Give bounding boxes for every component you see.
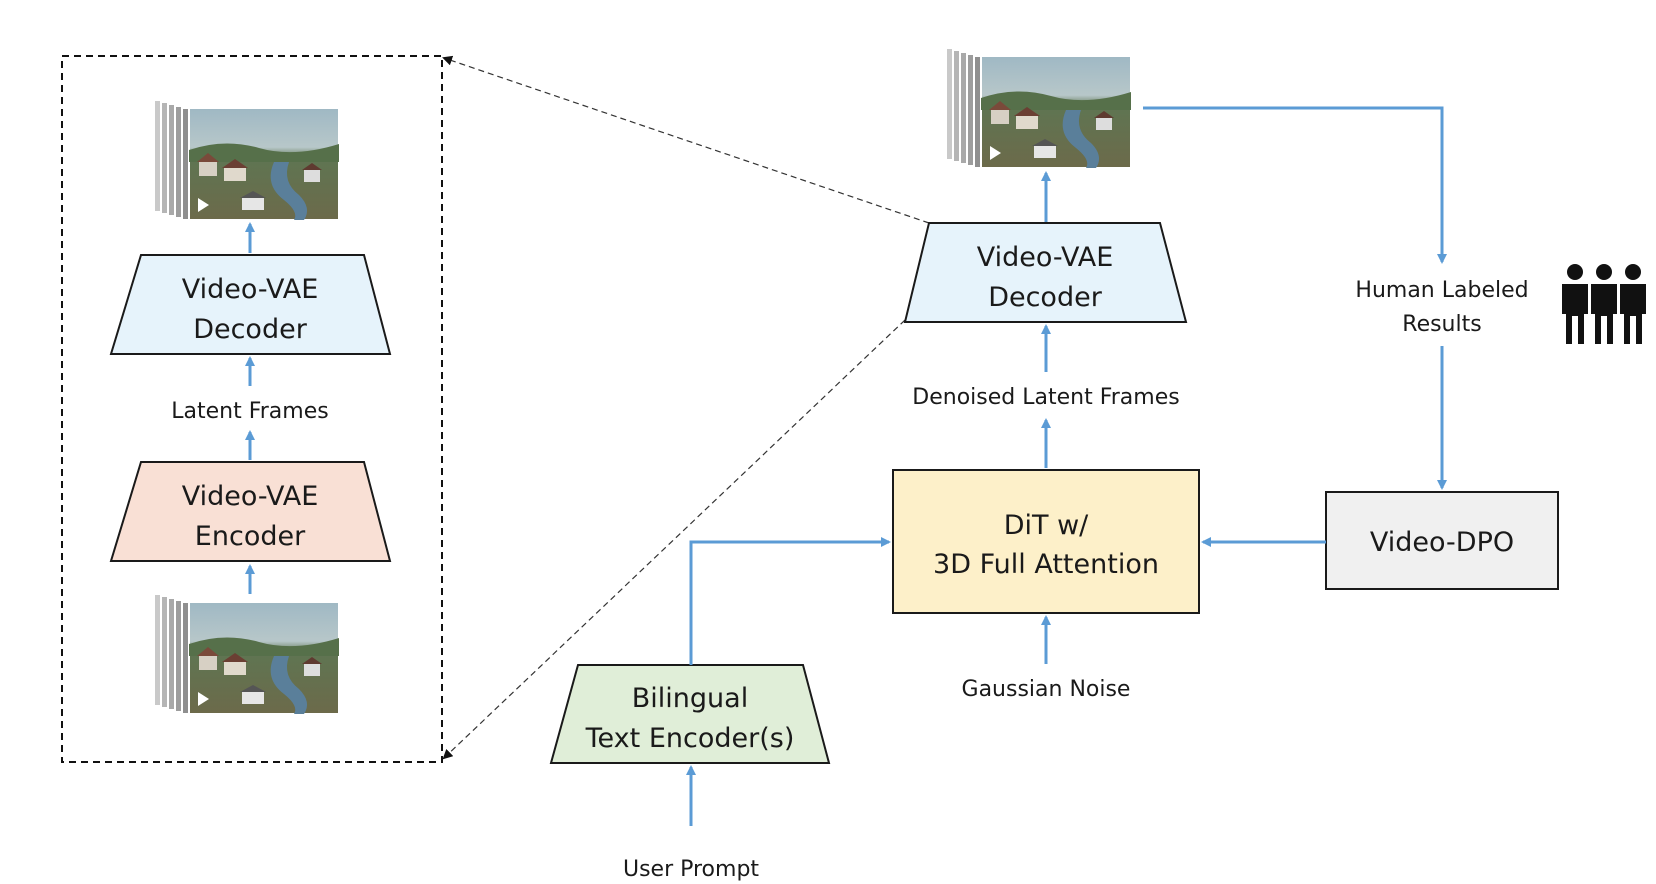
left-encoder-line1: Video-VAE [182, 481, 319, 512]
main-vae-decoder [903, 222, 1188, 323]
latent-frames-label: Latent Frames [171, 399, 328, 424]
zoom-line-bottom [442, 319, 906, 760]
people-icon [1562, 264, 1646, 344]
dit-line2: 3D Full Attention [933, 549, 1159, 580]
left-decoder-line2: Decoder [193, 314, 308, 345]
left-output-frames [154, 100, 340, 220]
video-dpo-block [1325, 491, 1559, 590]
left-vae-encoder [109, 461, 392, 562]
text-encoder-line1: Bilingual [632, 683, 748, 714]
bilingual-text-encoder [549, 664, 831, 764]
main-output-frames [946, 48, 1132, 168]
human-labeled-line1: Human Labeled [1355, 278, 1528, 303]
dit-line1: DiT w/ [1004, 510, 1089, 541]
video-dpo-label: Video-DPO [1370, 527, 1514, 558]
dit-block [892, 469, 1200, 614]
main-decoder-line2: Decoder [988, 282, 1103, 313]
left-vae-decoder [109, 254, 392, 355]
user-prompt-label: User Prompt [623, 857, 759, 882]
vae-detail-panel [61, 55, 443, 763]
main-decoder-line1: Video-VAE [977, 242, 1114, 273]
left-encoder-line2: Encoder [195, 521, 306, 552]
left-decoder-line1: Video-VAE [182, 274, 319, 305]
text-encoder-line2: Text Encoder(s) [585, 723, 795, 754]
zoom-line-top [442, 55, 930, 224]
left-input-frames [154, 594, 340, 714]
denoised-latent-frames-label: Denoised Latent Frames [912, 385, 1179, 410]
gaussian-noise-label: Gaussian Noise [962, 677, 1131, 702]
human-labeled-line2: Results [1402, 312, 1481, 337]
